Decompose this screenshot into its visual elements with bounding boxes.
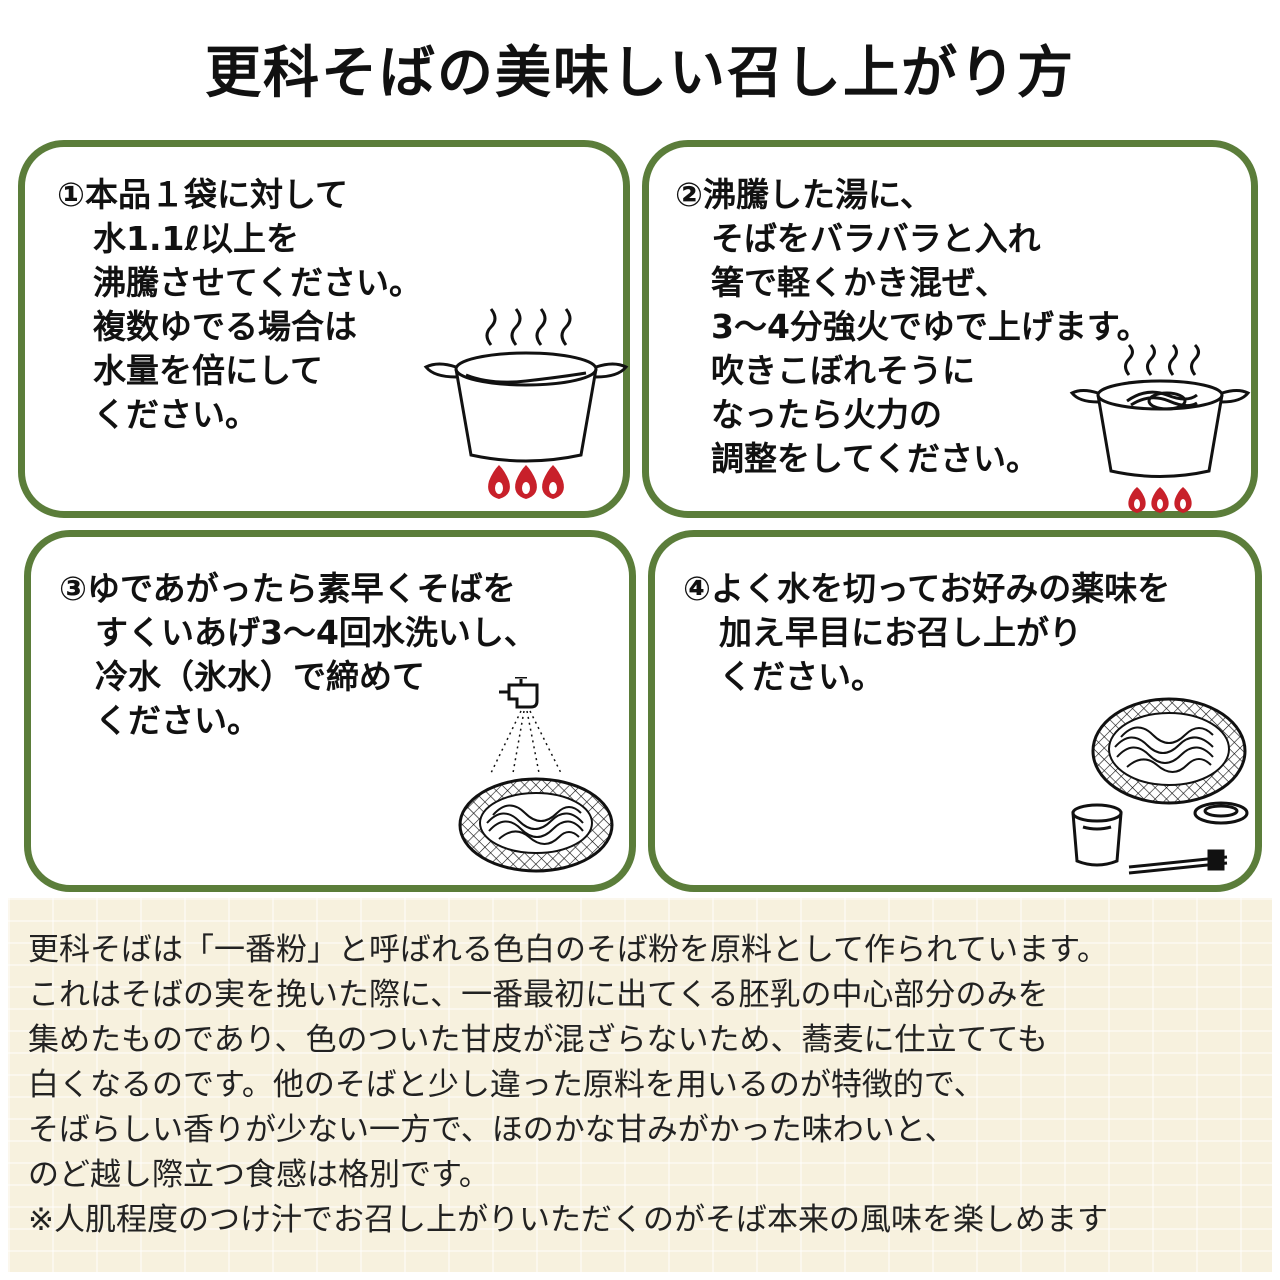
step-line: ください。	[95, 701, 260, 740]
step-line: ②沸騰した湯に、	[675, 175, 933, 214]
step-line: 加え早目にお召し上がり	[719, 613, 1082, 652]
step-line: そばをバラバラと入れ	[711, 219, 1041, 258]
description-panel: 更科そばは「一番粉」と呼ばれる色白のそば粉を原料として作られています。 これはそ…	[8, 898, 1272, 1272]
description-line: そばらしい香りが少ない一方で、ほのかな甘みがかった味わいと、	[28, 1112, 956, 1148]
step-card-3: ③ゆであがったら素早くそばを すくいあげ3～4回水洗いし、 冷水（氷水）で締めて…	[24, 530, 636, 892]
step-line: 沸騰させてください。	[93, 263, 423, 302]
step-card-1: ①本品１袋に対して 水1.1ℓ以上を 沸騰させてください。 複数ゆでる場合は 水…	[18, 140, 630, 518]
step-line: 3～4分強火でゆで上げます。	[711, 307, 1150, 346]
description-line: 更科そばは「一番粉」と呼ばれる色白のそば粉を原料として作られています。	[28, 932, 1109, 968]
faucet-and-strainer-icon	[458, 677, 614, 873]
description-line: のど越し際立つ食感は格別です。	[28, 1157, 490, 1193]
boiling-pot-icon	[423, 308, 629, 499]
step-3-text: ③ゆであがったら素早くそばを すくいあげ3～4回水洗いし、 冷水（氷水）で締めて…	[59, 567, 537, 743]
step-line: ください。	[719, 657, 884, 696]
page-title: 更科そばの美味しい召し上がり方	[205, 41, 1075, 106]
step-line: ③ゆであがったら素早くそばを	[59, 569, 516, 608]
step-line: ください。	[93, 395, 258, 434]
step-line: 水量を倍にして	[93, 351, 324, 390]
step-2-text: ②沸騰した湯に、 そばをバラバラと入れ 箸で軽くかき混ぜ、 3～4分強火でゆで上…	[675, 173, 1150, 481]
description-line: 集めたものであり、色のついた甘皮が混ざらないため、蕎麦に仕立てても	[28, 1022, 1048, 1058]
description-line: 白くなるのです。他のそばと少し違った原料を用いるのが特徴的で、	[28, 1067, 985, 1103]
step-line: すくいあげ3～4回水洗いし、	[95, 613, 537, 652]
step-line: ①本品１袋に対して	[57, 175, 348, 214]
step-4-text: ④よく水を切ってお好みの薬味を 加え早目にお召し上がり ください。	[683, 567, 1170, 699]
pot-with-noodles-icon	[1069, 343, 1251, 513]
step-card-4: ④よく水を切ってお好みの薬味を 加え早目にお召し上がり ください。	[648, 530, 1262, 892]
description-text: 更科そばは「一番粉」と呼ばれる色白のそば粉を原料として作られています。 これはそ…	[28, 928, 1268, 1243]
step-line: 吹きこぼれそうに	[711, 351, 975, 390]
step-line: 水1.1ℓ以上を	[93, 219, 300, 258]
zaru-soba-set-icon	[1071, 697, 1249, 875]
step-line: なったら火力の	[711, 395, 942, 434]
description-line: これはそばの実を挽いた際に、一番最初に出てくる胚乳の中心部分のみを	[28, 977, 1049, 1013]
step-line: 冷水（氷水）で締めて	[95, 657, 425, 696]
step-1-text: ①本品１袋に対して 水1.1ℓ以上を 沸騰させてください。 複数ゆでる場合は 水…	[57, 173, 422, 437]
step-card-2: ②沸騰した湯に、 そばをバラバラと入れ 箸で軽くかき混ぜ、 3～4分強火でゆで上…	[642, 140, 1258, 518]
step-line: ④よく水を切ってお好みの薬味を	[683, 569, 1171, 608]
step-line: 調整をしてください。	[711, 439, 1040, 478]
step-line: 箸で軽くかき混ぜ、	[711, 263, 1008, 302]
step-line: 複数ゆでる場合は	[93, 307, 357, 346]
description-line: ※人肌程度のつけ汁でお召し上がりいただくのがそば本来の風味を楽しめます	[28, 1202, 1108, 1238]
